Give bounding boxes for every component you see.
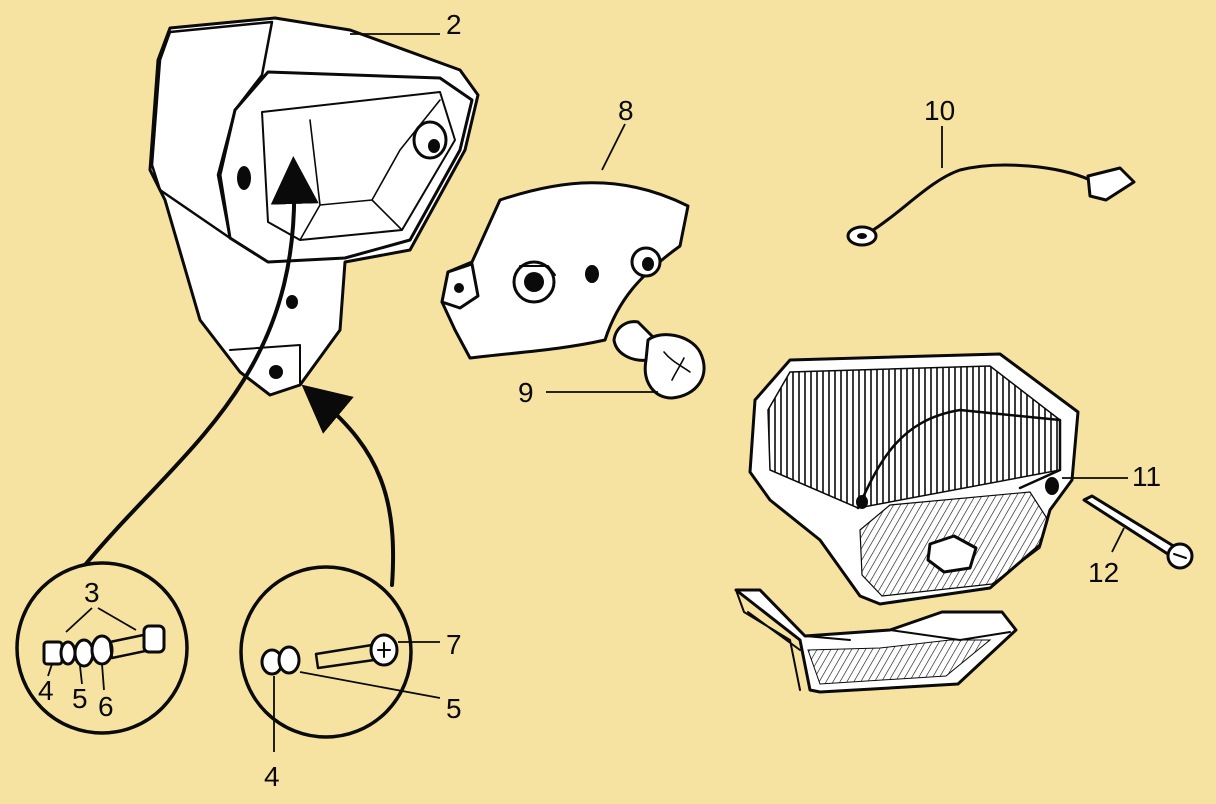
callout-4-right: 4 [264, 761, 280, 792]
spade-terminal-icon [1086, 166, 1136, 202]
callout-5-right: 5 [446, 693, 462, 724]
wire-cable [868, 163, 1092, 234]
lock-washer-icon [73, 638, 95, 668]
callout-9: 9 [518, 377, 534, 408]
nut-icon [42, 640, 64, 666]
callout-11: 11 [1132, 461, 1161, 492]
callout-8: 8 [618, 95, 634, 126]
screw-part-12 [1082, 494, 1194, 570]
washer-icon [59, 640, 77, 666]
callout-6: 6 [98, 691, 114, 722]
callout-5-left: 5 [72, 683, 88, 714]
callout-10: 10 [924, 95, 955, 126]
detail-circle-left [15, 561, 189, 735]
detail-circle-right [239, 565, 441, 752]
washer-icon-right [277, 645, 301, 675]
callout-2: 2 [446, 9, 462, 40]
assembly-arrows [83, 156, 396, 587]
callout-3: 3 [84, 577, 100, 608]
callout-7: 7 [446, 629, 462, 660]
bolt-head-icon [142, 624, 166, 654]
bulb-holder-plate-part-8 [440, 181, 690, 360]
bulb-part-9 [546, 320, 706, 400]
bushing-icon [90, 634, 114, 666]
callout-12: 12 [1088, 557, 1119, 588]
lens-part-11 [748, 352, 1128, 606]
reflector-bracket [734, 588, 1018, 694]
callout-4-left: 4 [38, 675, 54, 706]
lamp-housing-part-2 [148, 16, 480, 397]
wire-part-10 [846, 126, 1136, 247]
leader-8 [601, 123, 626, 171]
